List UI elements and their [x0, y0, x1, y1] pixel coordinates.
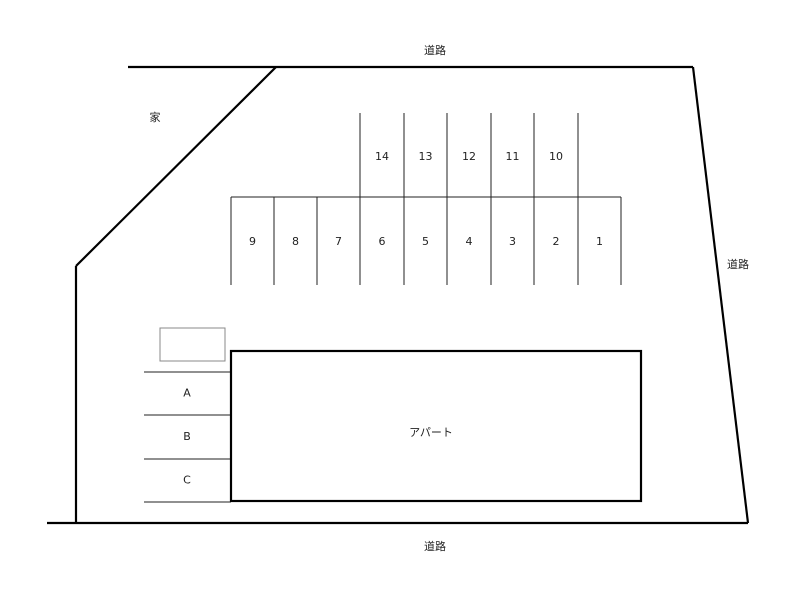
parking-space-label: 5 — [422, 235, 429, 248]
parking-space-label: 9 — [249, 235, 256, 248]
side-parking-label: C — [183, 474, 191, 487]
parking-space-label: 1 — [596, 235, 603, 248]
parking-space-label: 3 — [509, 235, 516, 248]
road-label-bottom: 道路 — [424, 539, 446, 553]
parking-space-label: 4 — [466, 235, 473, 248]
parking-space-label: 12 — [462, 150, 476, 163]
side-parking-label: B — [183, 430, 191, 443]
parking-space-label: 11 — [506, 150, 520, 163]
parking-space-label: 13 — [419, 150, 433, 163]
apartment-building — [229, 349, 643, 503]
apartment-label: アパート — [409, 426, 453, 439]
parking-space-label: 2 — [553, 235, 560, 248]
side-parking-label: A — [183, 387, 191, 400]
parking-space-label: 10 — [549, 150, 563, 163]
parking-space-label: 6 — [379, 235, 386, 248]
house-label: 家 — [150, 110, 161, 124]
parking-space-label: 8 — [292, 235, 299, 248]
road-label-top: 道路 — [424, 43, 446, 57]
parking-space-label: 7 — [335, 235, 342, 248]
small-box — [159, 327, 226, 362]
road-label-right: 道路 — [727, 257, 749, 271]
road-right-edge — [691, 66, 750, 524]
house-boundary-diagonal — [75, 66, 277, 267]
parking-space-label: 14 — [375, 150, 389, 163]
